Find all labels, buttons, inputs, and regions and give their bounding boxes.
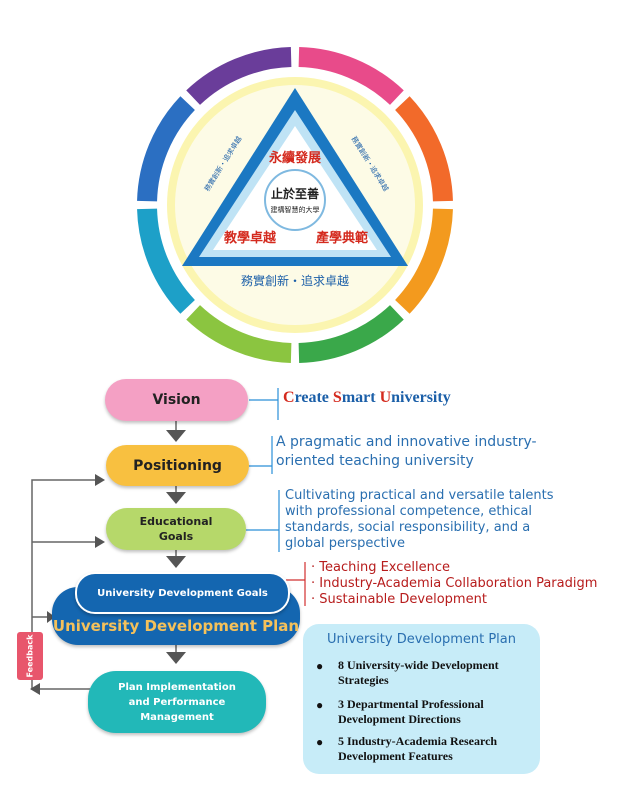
vision-initial-u: U: [379, 389, 392, 406]
vision-text-1: reate: [294, 389, 333, 406]
plan-details-box: University Development Plan ● 8 Universi…: [303, 624, 540, 774]
vision-text-2: mart: [341, 389, 380, 406]
plan-item-2-line-1: 3 Departmental Professional: [338, 697, 484, 711]
plan-item-1-line-1: 8 University-wide Development: [338, 658, 499, 672]
arrow-down-1: [166, 430, 186, 442]
arrow-right-positioning: [95, 474, 105, 486]
plan-item-2: ● 3 Departmental Professional Developmen…: [316, 697, 533, 727]
plan-item-3-line-2: Development Features: [338, 749, 453, 763]
udg-items: · Teaching Excellence · Industry-Academi…: [311, 560, 597, 608]
positioning-statement: A pragmatic and innovative industry- ori…: [276, 433, 537, 471]
emblem-left-text: 教學卓越: [223, 230, 277, 246]
ring-segment: [298, 47, 404, 105]
center-circle: [264, 169, 326, 231]
vision-text-3: niversity: [391, 389, 451, 406]
arrow-down-2: [166, 492, 186, 504]
ring-segment: [137, 208, 195, 314]
implementation-label-1: Plan Implementation: [118, 681, 236, 693]
ring-segment: [298, 305, 404, 363]
emblem-center-sub: 建構智慧的大學: [271, 205, 320, 214]
bullet-icon: ●: [316, 698, 324, 712]
positioning-line-1: A pragmatic and innovative industry-: [276, 434, 537, 450]
udg-item-2: · Industry-Academia Collaboration Paradi…: [311, 576, 598, 591]
vision-initial-c: C: [283, 389, 295, 406]
udp-label: University Development Plan: [52, 617, 300, 635]
university-emblem: 永續發展 止於至善 建構智慧的大學 教學卓越 產學典範 務實創新・追求卓越 務實…: [137, 47, 453, 363]
educational-goals-statement: Cultivating practical and versatile tale…: [285, 488, 554, 552]
goals-line-3: standards, social responsibility, and a: [285, 520, 531, 535]
implementation-box: Plan Implementation and Performance Mana…: [88, 671, 266, 733]
goals-line-4: global perspective: [285, 536, 405, 551]
vision-box: Vision: [105, 379, 248, 421]
emblem-bottom-motto: 務實創新・追求卓越: [241, 273, 349, 288]
arrow-left-feedback: [30, 683, 40, 695]
plan-item-2-line-2: Development Directions: [338, 712, 461, 726]
educational-goals-label-1: Educational: [139, 515, 213, 528]
plan-box-title: University Development Plan: [326, 632, 516, 647]
goals-line-1: Cultivating practical and versatile tale…: [285, 488, 554, 503]
emblem-right-text: 產學典範: [315, 230, 368, 246]
positioning-line-2: oriented teaching university: [276, 453, 474, 469]
vision-initial-s: S: [332, 389, 342, 406]
arrow-down-4: [166, 652, 186, 664]
plan-item-1: ● 8 University-wide Development Strategi…: [316, 658, 533, 688]
ring-segment: [395, 96, 453, 202]
emblem-color-ring: [137, 47, 453, 363]
arrow-right-goals: [95, 536, 105, 548]
arrow-down-3: [166, 556, 186, 568]
vision-statement: Create Smart University: [283, 389, 451, 407]
educational-goals-box: Educational Goals: [106, 508, 246, 550]
plan-item-3: ● 5 Industry-Academia Research Developme…: [316, 734, 533, 764]
ring-segment: [395, 208, 453, 314]
ring-segment: [186, 47, 292, 105]
goals-line-2: with professional competence, ethical: [285, 504, 533, 519]
implementation-label-3: Management: [140, 711, 214, 723]
feedback-line: [31, 479, 95, 690]
emblem-top-text: 永續發展: [268, 150, 322, 166]
positioning-box: Positioning: [106, 445, 249, 486]
positioning-label: Positioning: [133, 457, 222, 474]
ring-segment: [186, 305, 292, 363]
ring-segment: [137, 96, 195, 202]
bullet-icon: ●: [316, 659, 324, 673]
udg-item-3: · Sustainable Development: [311, 592, 487, 607]
udg-label: University Development Goals: [97, 587, 268, 599]
implementation-label-2: and Performance: [128, 696, 226, 708]
educational-goals-label-2: Goals: [158, 530, 194, 543]
vision-label: Vision: [152, 392, 201, 408]
bullet-icon: ●: [316, 735, 324, 749]
plan-item-3-line-1: 5 Industry-Academia Research: [338, 734, 498, 748]
feedback-tab: Feedback: [17, 632, 43, 680]
feedback-label: Feedback: [25, 634, 35, 678]
arrow-right-plan: [47, 611, 55, 623]
udg-box: University Development Goals: [75, 572, 290, 614]
emblem-center-main: 止於至善: [271, 186, 319, 201]
udg-item-1: · Teaching Excellence: [311, 560, 451, 575]
plan-item-1-line-2: Strategies: [338, 673, 389, 687]
